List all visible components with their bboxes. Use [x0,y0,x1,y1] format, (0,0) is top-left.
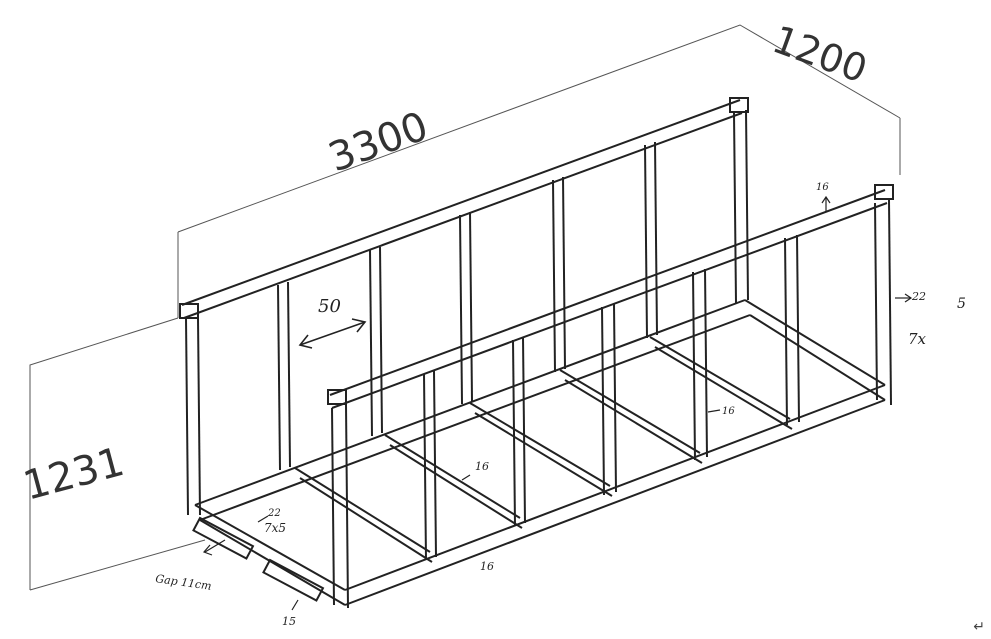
annotation-arrows [202,195,913,611]
spacing-arrow [298,318,367,349]
back-frame [179,97,749,516]
top-rail-annotation: 16 [816,182,829,193]
bottom-rail-annotation: 16 [480,560,494,573]
front-frame [327,184,894,609]
base-corner-annotation: 22 [267,508,281,519]
floor-beam-right-annotation: 16 [722,406,735,417]
base-corner-section: 7x5 [264,521,286,535]
right-post-section: 7x [908,330,927,348]
gap-note: Gap 11cm [155,572,213,593]
base-front-annotation: 15 [282,615,296,628]
dimension-box-lines [29,24,901,591]
depth-dimension: 1200 [767,17,873,91]
length-dimension: 3300 [323,103,434,181]
spacing-label: 50 [318,296,341,317]
floor-frame [192,299,886,606]
right-post-section-top: 5 [957,296,966,312]
return-mark: ↵ [973,619,985,635]
floor-beam-mid-annotation: 16 [475,460,489,473]
right-post-annotation: 22 [911,290,926,303]
height-dimension: 1231 [19,439,129,510]
